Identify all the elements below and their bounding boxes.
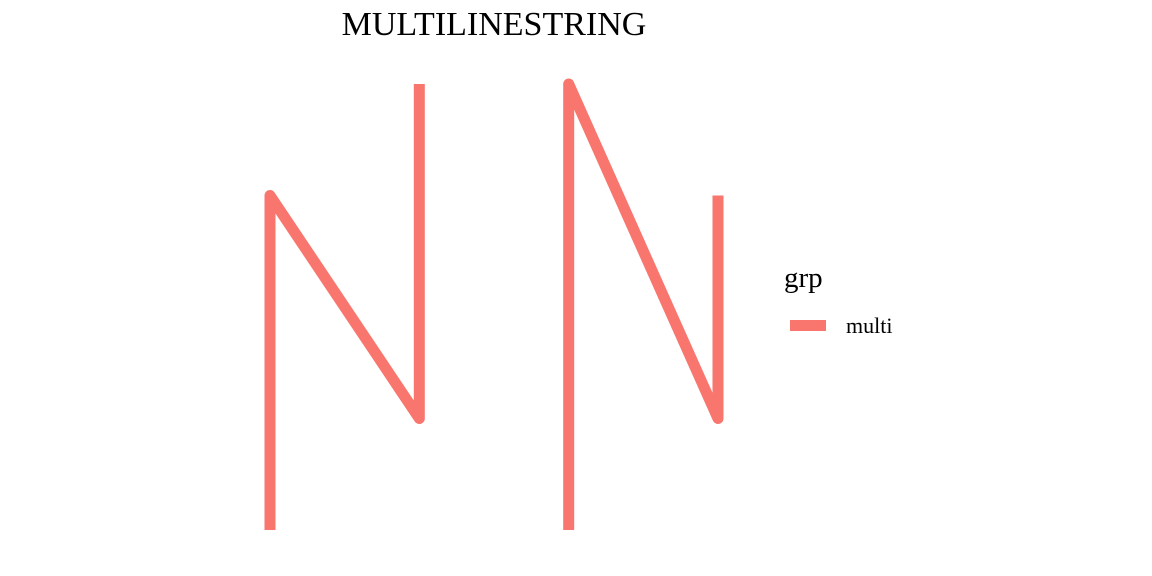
legend-key-multi [790,320,826,331]
chart-title: MULTILINESTRING [341,6,647,43]
legend-label-multi: multi [846,313,893,338]
legend: grp multi [784,262,954,352]
lines-layer [264,78,724,530]
linestring-multi-2 [563,78,724,530]
linestring-multi-1 [264,84,425,530]
legend-title: grp [784,262,823,294]
legend-swatch [790,320,826,331]
